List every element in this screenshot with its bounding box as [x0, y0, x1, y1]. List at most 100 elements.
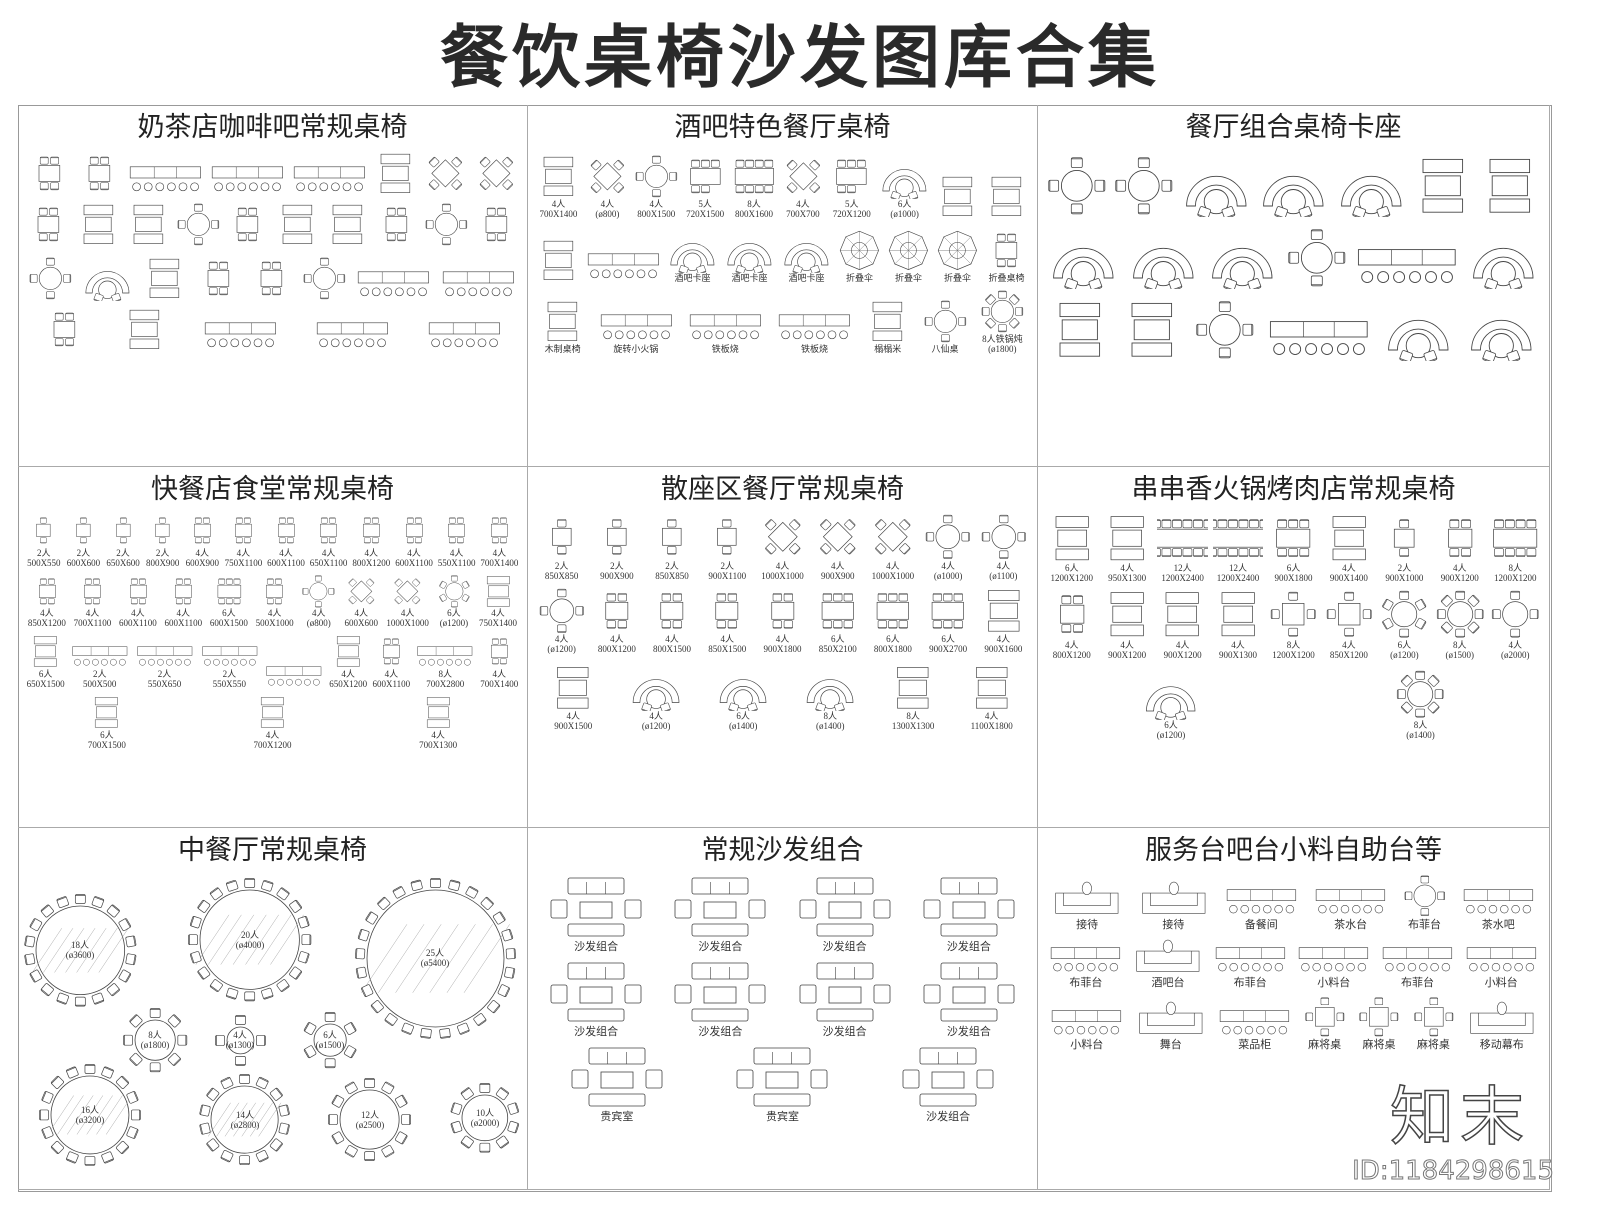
- furniture-block[interactable]: 折叠伞: [935, 228, 980, 283]
- furniture-block[interactable]: 4人(ø1100): [980, 513, 1028, 581]
- furniture-block[interactable]: 沙发组合: [672, 874, 768, 953]
- furniture-block[interactable]: 小料台: [1296, 943, 1371, 989]
- furniture-block[interactable]: [426, 318, 503, 352]
- furniture-block[interactable]: 4人(ø800): [585, 154, 630, 219]
- furniture-block[interactable]: [26, 202, 71, 247]
- furniture-block[interactable]: 6人(ø1200): [437, 574, 472, 628]
- furniture-block[interactable]: 榻榻米: [865, 299, 910, 354]
- furniture-block[interactable]: 沙发组合: [797, 959, 893, 1038]
- furniture-block[interactable]: 布菲台: [1403, 874, 1447, 931]
- furniture-block[interactable]: [536, 238, 581, 283]
- furniture-block[interactable]: 舞台: [1135, 999, 1207, 1051]
- furniture-block[interactable]: [142, 256, 187, 301]
- furniture-block[interactable]: [264, 663, 324, 689]
- furniture-block[interactable]: [440, 267, 517, 301]
- furniture-block[interactable]: 旋转小火锅: [598, 310, 675, 354]
- furniture-block[interactable]: 8人铁锅炖(ø1800): [980, 289, 1025, 354]
- furniture-block[interactable]: [76, 202, 121, 247]
- furniture-block[interactable]: [424, 202, 469, 247]
- furniture-block[interactable]: [176, 202, 221, 247]
- furniture-block[interactable]: [196, 256, 241, 301]
- furniture-block[interactable]: 酒吧台: [1132, 937, 1204, 989]
- furniture-block[interactable]: 8人(ø1800): [121, 1006, 189, 1074]
- furniture-block[interactable]: 麻将桌: [1412, 995, 1456, 1051]
- furniture-block[interactable]: [42, 307, 87, 352]
- furniture-block[interactable]: 麻将桌: [1357, 995, 1401, 1051]
- furniture-block[interactable]: [1046, 155, 1108, 217]
- furniture-block[interactable]: 铁板烧: [776, 310, 853, 354]
- furniture-block[interactable]: [1335, 151, 1408, 217]
- furniture-block[interactable]: 沙发组合: [921, 959, 1017, 1038]
- furniture-block[interactable]: 8人(ø1500): [1435, 589, 1485, 660]
- furniture-block[interactable]: 备餐间: [1224, 885, 1299, 931]
- furniture-block[interactable]: 16人(ø3200): [37, 1062, 143, 1168]
- furniture-block[interactable]: 6人(ø1500): [300, 1010, 360, 1070]
- furniture-block[interactable]: 布菲台: [1380, 943, 1455, 989]
- furniture-block[interactable]: [249, 256, 294, 301]
- furniture-block[interactable]: 接待: [1138, 879, 1210, 931]
- furniture-block[interactable]: [275, 202, 320, 247]
- furniture-block[interactable]: [291, 162, 368, 196]
- furniture-block[interactable]: 14人(ø2800): [197, 1072, 292, 1167]
- furniture-block[interactable]: [585, 249, 662, 283]
- furniture-block[interactable]: 接待: [1051, 879, 1123, 931]
- furniture-block[interactable]: [1354, 243, 1460, 289]
- furniture-block[interactable]: 酒吧卡座: [666, 225, 719, 283]
- furniture-block[interactable]: [225, 202, 270, 247]
- furniture-block[interactable]: [1127, 223, 1200, 289]
- furniture-block[interactable]: [28, 256, 73, 301]
- furniture-block[interactable]: 6人(ø1200): [1141, 666, 1200, 740]
- furniture-block[interactable]: 4人(ø1200): [538, 587, 586, 654]
- furniture-block[interactable]: 移动幕布: [1466, 999, 1538, 1051]
- furniture-block[interactable]: 木制桌椅: [540, 299, 585, 354]
- furniture-block[interactable]: [355, 267, 432, 301]
- furniture-block[interactable]: 八仙桌: [923, 299, 968, 354]
- furniture-block[interactable]: [474, 202, 519, 247]
- furniture-block[interactable]: 贵宾室: [569, 1044, 665, 1123]
- furniture-block[interactable]: 茶水台: [1313, 885, 1388, 931]
- furniture-block[interactable]: 沙发组合: [921, 874, 1017, 953]
- furniture-block[interactable]: [27, 151, 72, 196]
- furniture-block[interactable]: 18人(ø3600): [22, 892, 139, 1009]
- furniture-block[interactable]: [423, 151, 468, 196]
- furniture-block[interactable]: [373, 151, 418, 196]
- furniture-block[interactable]: [1382, 295, 1455, 361]
- furniture-block[interactable]: 酒吧卡座: [780, 225, 833, 283]
